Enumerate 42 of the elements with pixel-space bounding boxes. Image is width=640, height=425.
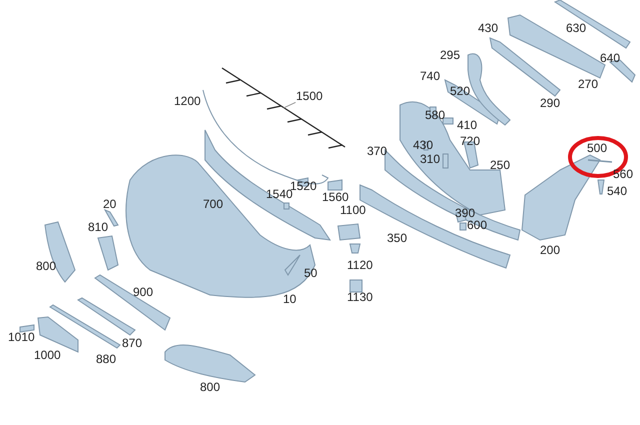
callout-number: 270	[578, 77, 598, 91]
callout-number: 295	[440, 48, 460, 62]
callout-number: 880	[96, 352, 116, 366]
callout-number: 540	[607, 184, 628, 198]
callout-number: 290	[540, 96, 560, 110]
wire-harness-drawing	[222, 68, 346, 149]
callout-number: 520	[450, 84, 470, 98]
callout-number: 10	[283, 292, 296, 306]
callout-number: 1200	[174, 94, 201, 108]
callout-number: 1010	[8, 330, 35, 344]
callout-number: 870	[122, 336, 142, 350]
callout-number: 1000	[34, 348, 61, 362]
callout-number: 50	[304, 266, 318, 280]
callout-number: 250	[490, 158, 510, 172]
callout-number: 370	[367, 144, 388, 158]
callout-number: 720	[460, 134, 480, 148]
callout-number: 1100	[340, 203, 366, 217]
callout-number: 1500	[296, 89, 323, 103]
callout-number: 430	[413, 138, 434, 152]
callout-number: 580	[425, 108, 446, 122]
callout-number: 810	[88, 220, 108, 234]
callout-number: 350	[387, 231, 408, 245]
callout-number: 1560	[322, 190, 349, 204]
leader-line	[283, 102, 296, 108]
callout-number: 700	[203, 197, 224, 211]
callout-number: 430	[478, 21, 498, 35]
callout-number: 900	[133, 285, 154, 299]
callout-number: 800	[200, 380, 220, 394]
callout-number: 310	[420, 152, 440, 166]
callout-number: 740	[420, 69, 440, 83]
callout-number: 600	[467, 218, 488, 232]
callout-number: 200	[540, 243, 560, 257]
callout-number: 410	[457, 118, 478, 132]
callout-number: 20	[103, 197, 116, 211]
callout-number: 390	[455, 206, 476, 220]
callout-number: 800	[36, 259, 56, 273]
callout-number: 1130	[347, 290, 373, 304]
callout-number: 500	[587, 141, 608, 155]
callout-number: 560	[613, 167, 634, 181]
callout-number: 630	[566, 21, 586, 35]
callout-number: 640	[600, 51, 620, 65]
callout-number: 1120	[347, 258, 373, 272]
